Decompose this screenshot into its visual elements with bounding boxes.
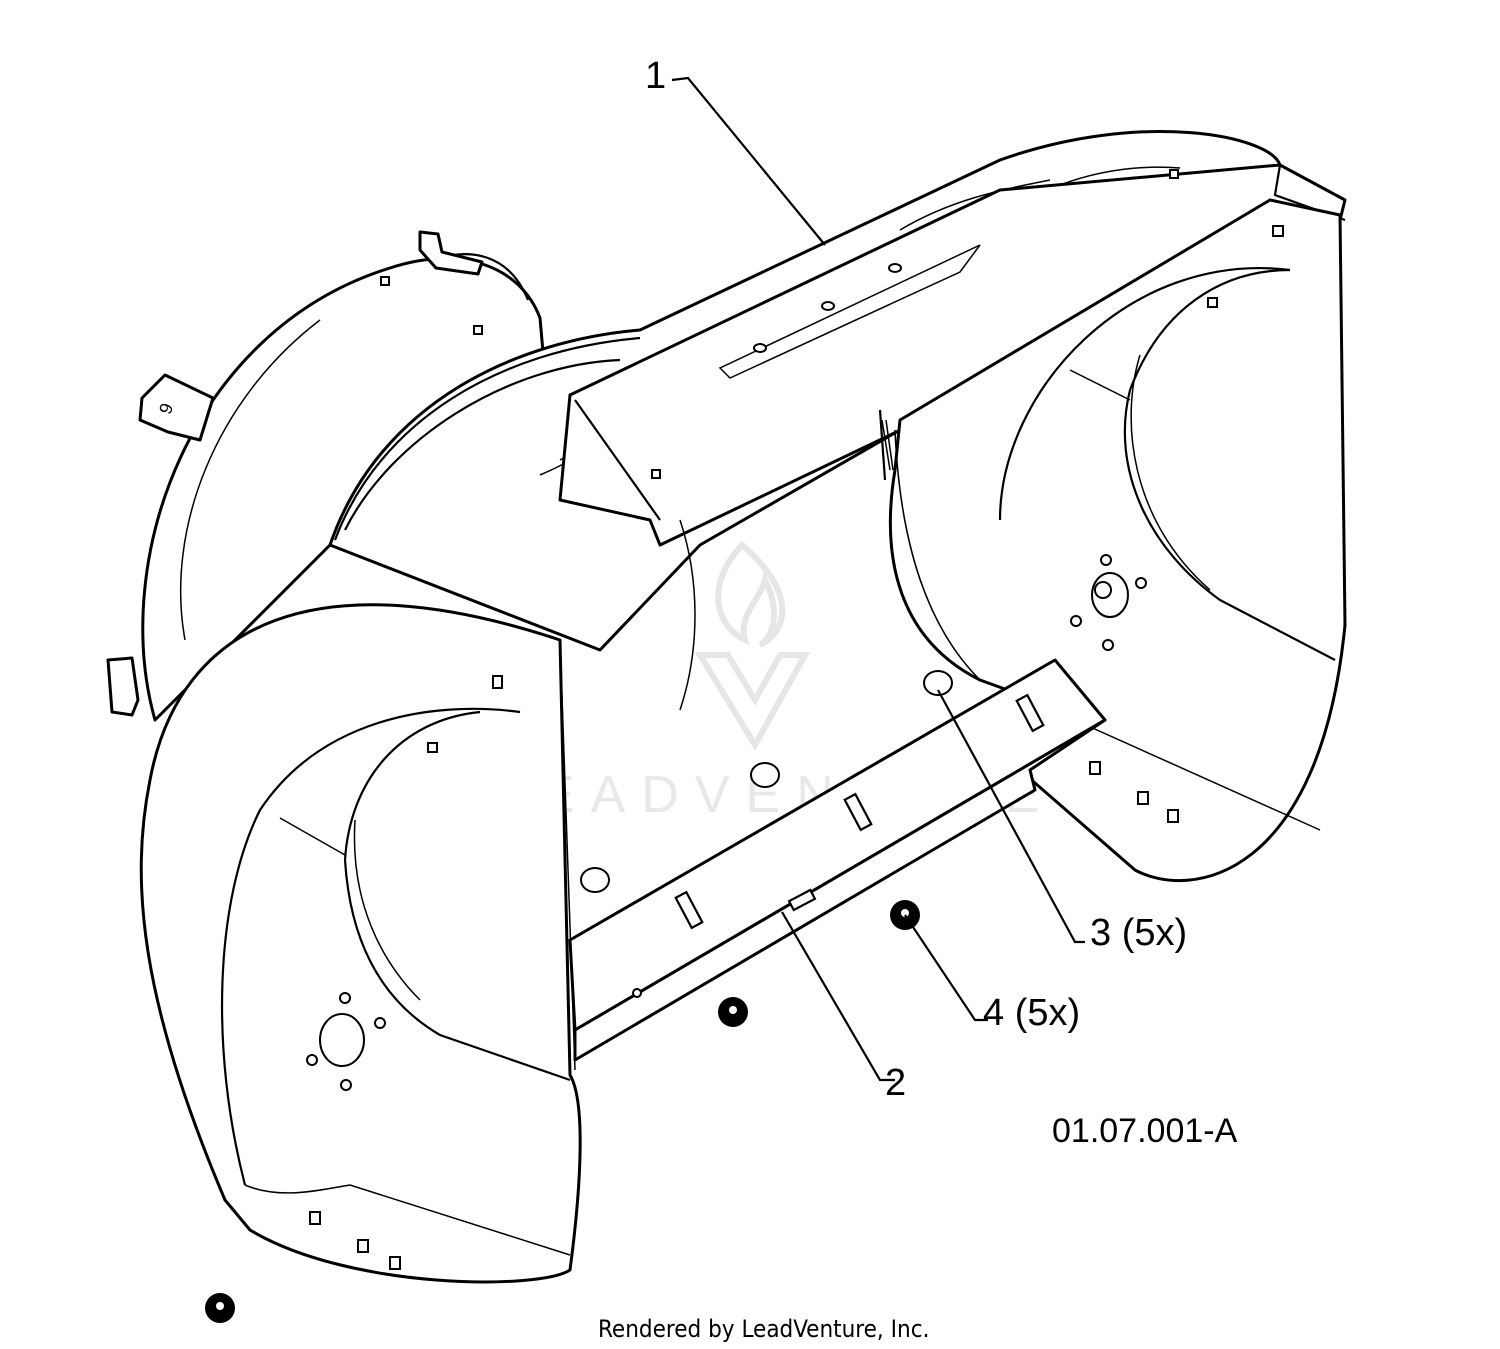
left-housing [139,603,582,1284]
leader-lines [671,76,1085,1082]
callout-2: 2 [885,1062,906,1104]
left-drum: 9 [106,230,562,722]
nuts [205,900,920,1323]
callout-4: 4 (5x) [983,992,1080,1034]
callout-3: 3 (5x) [1090,912,1187,954]
render-credit: Rendered by LeadVenture, Inc. [598,1315,929,1343]
figure-code: 01.07.001-A [1052,1112,1238,1150]
back-panel [580,429,981,893]
callout-1: 1 [645,55,666,97]
right-housing [878,198,1347,883]
